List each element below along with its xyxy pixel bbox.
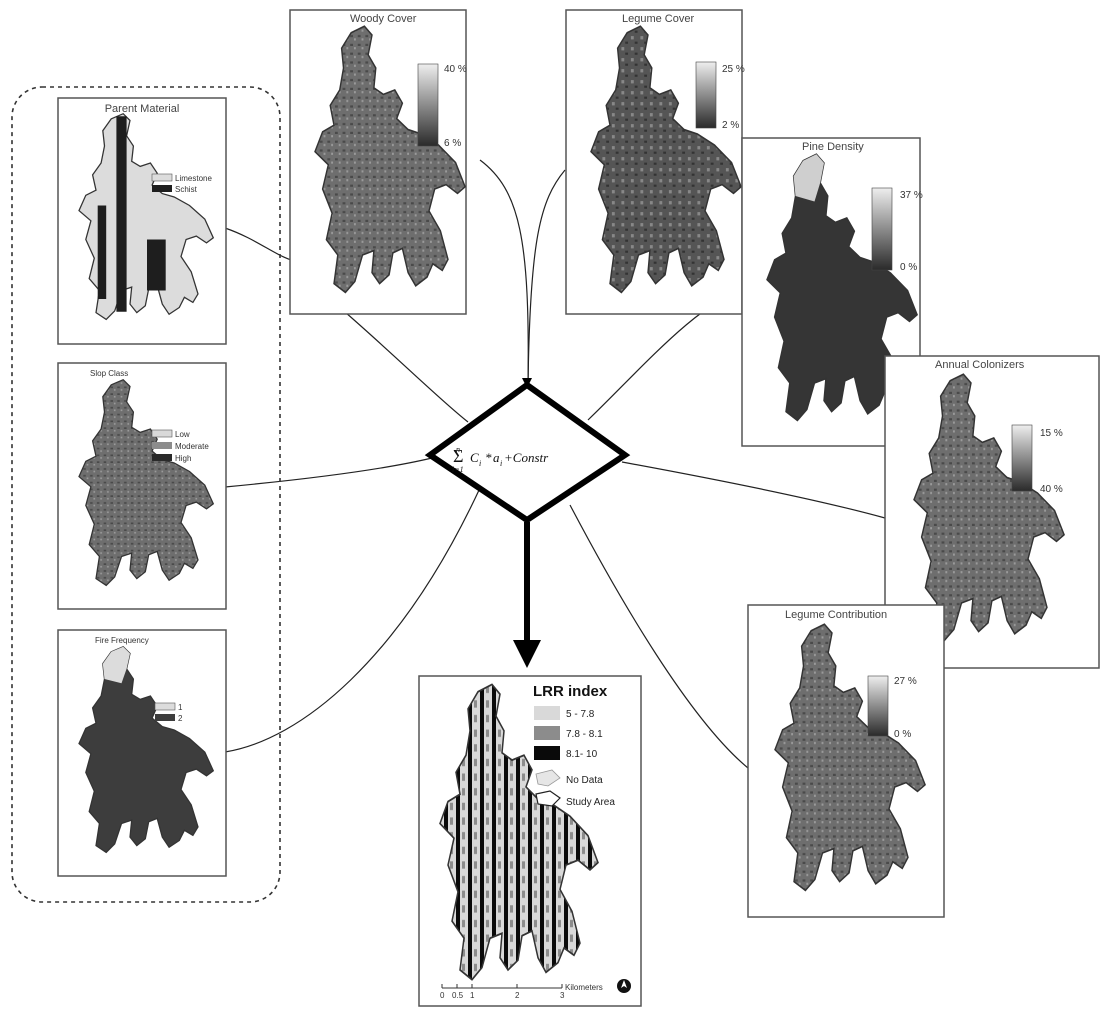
line-parent-woody	[224, 227, 301, 263]
line-woody-center	[479, 159, 529, 386]
scale-bar: 0 0.5 1 2 3 Kilometers	[440, 983, 603, 1000]
color-ramp	[417, 63, 439, 147]
panel-title: Legume Cover	[622, 13, 694, 25]
panel-legume-cover: Legume Cover 25 % 2 %	[565, 9, 745, 315]
panel-lrr-index: LRR index 5 - 7.8 7.8 - 8.1 8.1- 10 No D…	[418, 675, 642, 1007]
svg-text:40 %: 40 %	[1040, 484, 1063, 495]
sigma-symbol: Σ	[453, 446, 463, 466]
panel-slope-class: Slop Class Low Moderate High	[57, 362, 227, 610]
svg-text:3: 3	[560, 991, 565, 1000]
svg-text:0.5: 0.5	[452, 991, 464, 1000]
svg-text:27 %: 27 %	[894, 676, 917, 687]
study-area-swatch	[535, 790, 561, 807]
formula-diamond: n Σ i=1 C i * a i +Constr	[424, 381, 631, 524]
color-ramp	[871, 187, 893, 271]
panel-woody-cover: Woody Cover 40 % 6 %	[289, 9, 467, 315]
svg-text:2 %: 2 %	[722, 120, 739, 131]
svg-text:0 %: 0 %	[900, 262, 917, 273]
panel-title: Woody Cover	[350, 13, 417, 25]
line-legume-contrib-center	[569, 504, 749, 769]
svg-text:i: i	[479, 459, 481, 468]
connector-lines	[224, 159, 886, 769]
svg-text:40 %: 40 %	[444, 64, 467, 75]
line-fire-center	[224, 487, 481, 753]
svg-text:i=1: i=1	[452, 465, 464, 474]
panel-legume-contribution: Legume Contribution 27 % 0 %	[747, 604, 945, 918]
svg-text:2: 2	[515, 991, 520, 1000]
svg-text:2: 2	[178, 714, 183, 723]
svg-text:1: 1	[178, 703, 183, 712]
svg-text:+Constr: +Constr	[504, 450, 549, 465]
output-arrow	[513, 378, 541, 668]
svg-text:C: C	[470, 450, 479, 465]
panel-title: Pine Density	[802, 141, 864, 153]
north-arrow-icon	[617, 979, 631, 993]
svg-text:Moderate: Moderate	[175, 442, 209, 451]
svg-text:Low: Low	[175, 430, 190, 439]
svg-text:i: i	[500, 459, 502, 468]
svg-text:5 - 7.8: 5 - 7.8	[566, 709, 595, 720]
svg-text:No Data: No Data	[566, 775, 603, 786]
static-factors-group	[11, 86, 281, 903]
svg-text:Kilometers: Kilometers	[565, 983, 603, 992]
panel-title: Fire Frequency	[95, 636, 149, 645]
svg-text:0 %: 0 %	[894, 729, 911, 740]
color-ramp	[867, 675, 889, 737]
color-ramp	[1011, 424, 1033, 492]
panel-title: Slop Class	[90, 369, 128, 378]
panel-fire-frequency: Fire Frequency 1 2	[57, 629, 227, 877]
panel-title: Parent Material	[105, 103, 180, 115]
svg-text:Limestone: Limestone	[175, 174, 212, 183]
svg-text:n: n	[456, 445, 460, 454]
svg-text:*: *	[485, 450, 492, 465]
no-data-swatch	[535, 769, 561, 787]
panel-title: Annual Colonizers	[935, 359, 1025, 371]
svg-text:0: 0	[440, 991, 445, 1000]
svg-text:1: 1	[470, 991, 475, 1000]
svg-text:37 %: 37 %	[900, 190, 923, 201]
svg-text:Study Area: Study Area	[566, 797, 615, 808]
svg-text:25 %: 25 %	[722, 64, 745, 75]
svg-text:15 %: 15 %	[1040, 428, 1063, 439]
svg-text:6 %: 6 %	[444, 138, 461, 149]
panel-parent-material: Parent Material Limestone Schist	[57, 97, 227, 345]
svg-text:LRR index: LRR index	[533, 683, 608, 700]
panel-title: Legume Contribution	[785, 609, 887, 621]
svg-text:8.1- 10: 8.1- 10	[566, 749, 598, 760]
color-ramp	[695, 61, 717, 129]
svg-text:Schist: Schist	[175, 185, 198, 194]
svg-text:7.8 - 8.1: 7.8 - 8.1	[566, 729, 603, 740]
panel-annual-colonizers: Annual Colonizers 15 % 40 %	[884, 355, 1100, 669]
svg-text:a: a	[493, 450, 500, 465]
line-annual-center	[621, 461, 886, 519]
svg-text:High: High	[175, 454, 191, 463]
